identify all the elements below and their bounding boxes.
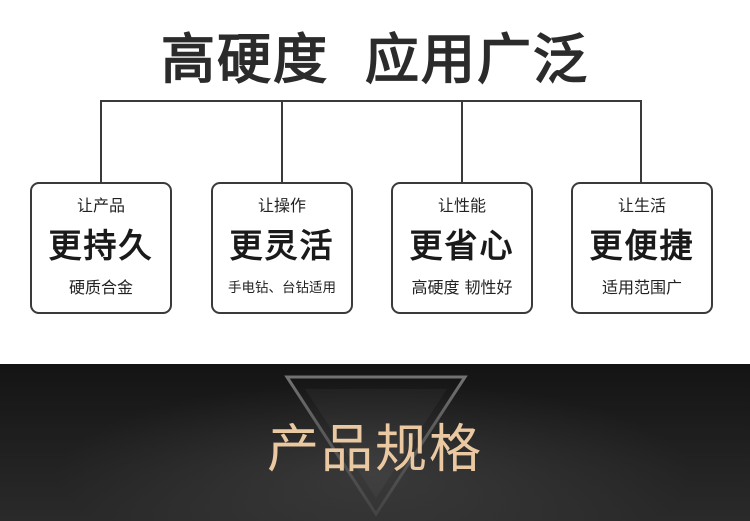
card-title: 更便捷 bbox=[589, 226, 695, 265]
triangle-inner bbox=[305, 389, 447, 498]
card-description: 高硬度 韧性好 bbox=[411, 278, 513, 297]
card-description: 硬质合金 bbox=[68, 278, 133, 297]
card-subtitle: 让性能 bbox=[437, 196, 486, 215]
feature-card-convenient: 让生活 更便捷 适用范围广 bbox=[571, 182, 713, 314]
feature-card-flexible: 让操作 更灵活 手电钻、台钻适用 bbox=[211, 182, 353, 314]
triangle-decoration-icon bbox=[284, 375, 468, 517]
section-title: 产品规格 bbox=[266, 420, 483, 480]
card-subtitle: 让生活 bbox=[617, 196, 666, 215]
card-title: 更持久 bbox=[48, 226, 154, 265]
headline: 高硬度应用广泛 bbox=[0, 24, 750, 96]
feature-section: 高硬度应用广泛 让产品 更持久 硬质合金 让操作 更灵活 手电钻、台钻适用 让性… bbox=[0, 24, 750, 314]
triangle-outline bbox=[284, 375, 468, 517]
card-description: 适用范围广 bbox=[601, 278, 682, 297]
card-title: 更灵活 bbox=[229, 226, 335, 265]
headline-part-2: 应用广泛 bbox=[365, 28, 589, 91]
card-subtitle: 让产品 bbox=[76, 196, 125, 215]
headline-part-1: 高硬度 bbox=[161, 28, 329, 91]
connector-lines bbox=[100, 100, 642, 183]
banner-glow bbox=[0, 364, 750, 521]
card-subtitle: 让操作 bbox=[257, 196, 306, 215]
card-description: 手电钻、台钻适用 bbox=[228, 280, 336, 296]
feature-card-reliable: 让性能 更省心 高硬度 韧性好 bbox=[391, 182, 533, 314]
feature-card-durable: 让产品 更持久 硬质合金 bbox=[30, 182, 172, 314]
card-title: 更省心 bbox=[409, 226, 515, 265]
spec-banner: 产品规格 bbox=[0, 364, 750, 521]
